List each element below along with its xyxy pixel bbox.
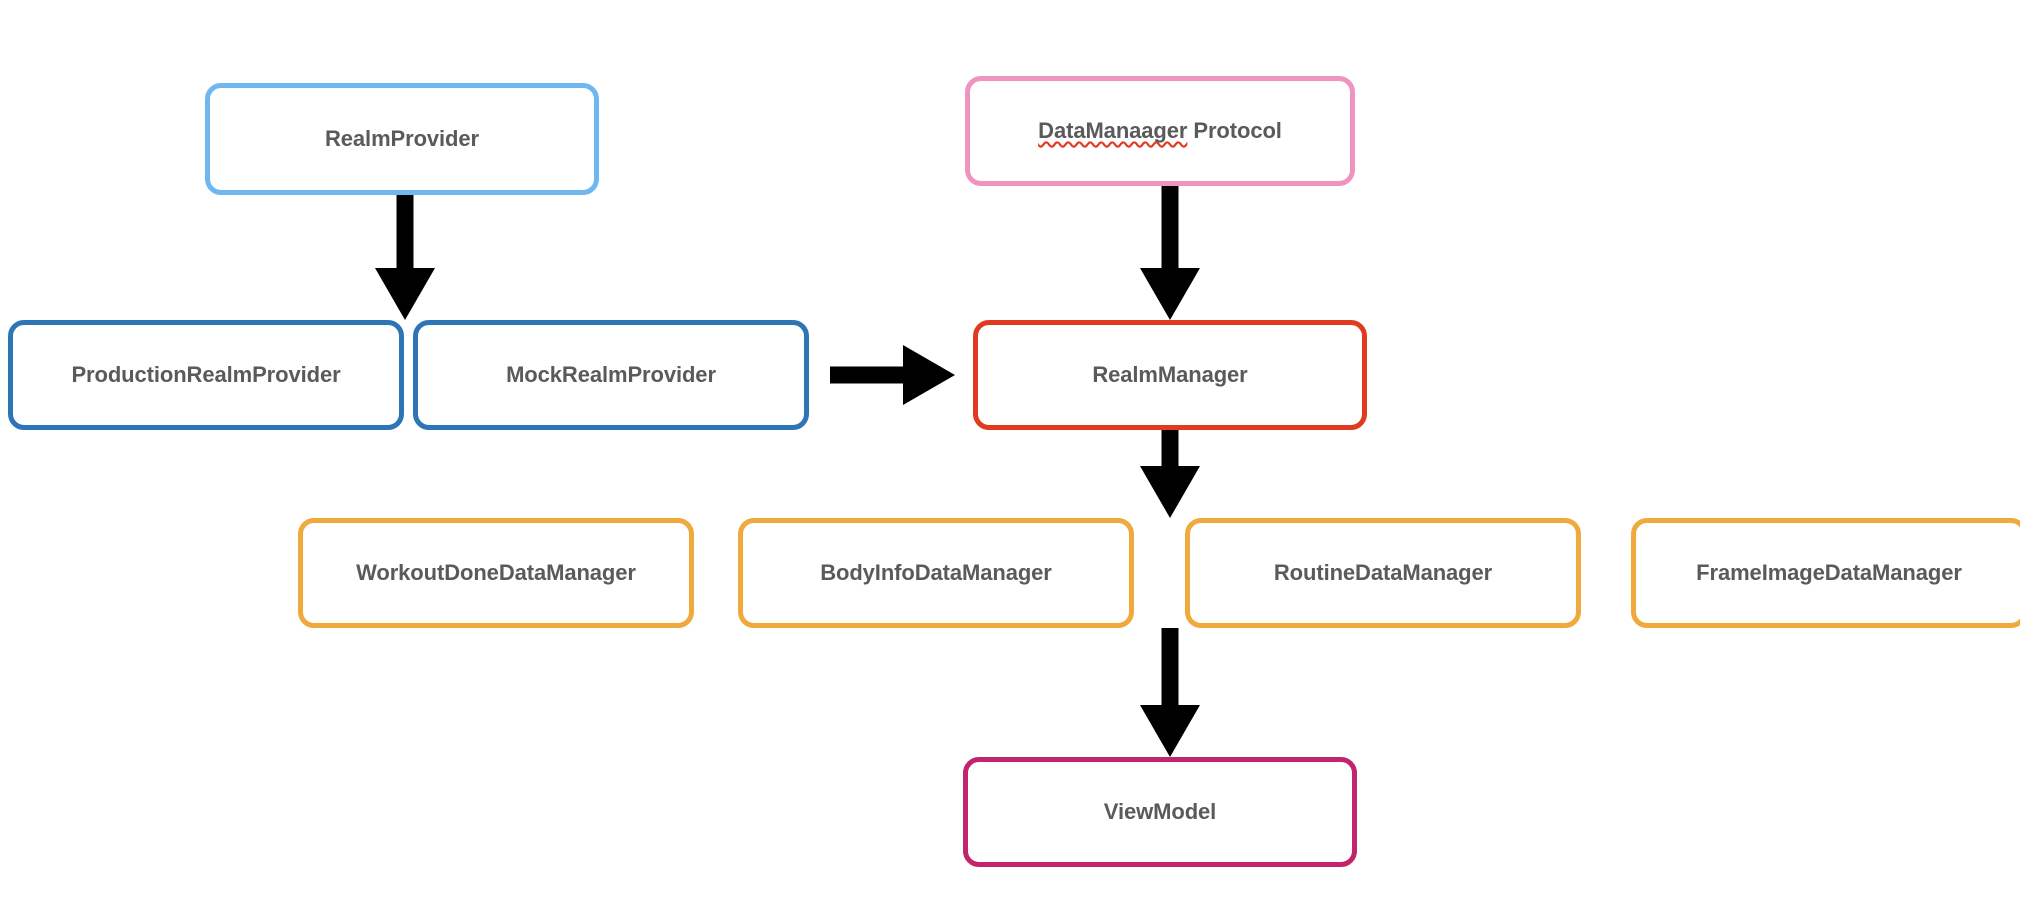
label-remainder: Protocol [1187, 118, 1282, 143]
node-workout-done-data-manager[interactable]: WorkoutDoneDataManager [298, 518, 694, 628]
node-realm-provider[interactable]: RealmProvider [205, 83, 599, 195]
node-mock-realm-provider[interactable]: MockRealmProvider [413, 320, 809, 430]
node-routine-data-manager[interactable]: RoutineDataManager [1185, 518, 1581, 628]
node-label-realm-manager: RealmManager [1092, 362, 1248, 387]
node-label-data-manager-protocol: DataManaager Protocol [1038, 118, 1282, 144]
arrow-head-shaft [1140, 186, 1200, 320]
node-label-realm-provider: RealmProvider [325, 126, 479, 151]
node-label-production-realm-provider: ProductionRealmProvider [71, 362, 341, 387]
node-production-realm-provider[interactable]: ProductionRealmProvider [8, 320, 404, 430]
misspelled-word: DataManaager [1038, 118, 1188, 143]
arrow-head-shaft [375, 195, 435, 320]
arrow-data-manager-protocol-to-realm-manager [1139, 186, 1201, 320]
arrow-data-managers-to-view-model [1139, 628, 1201, 757]
node-body-info-data-manager[interactable]: BodyInfoDataManager [738, 518, 1134, 628]
arrow-realm-provider-to-production-realm-provider [374, 195, 436, 320]
node-label-mock-realm-provider: MockRealmProvider [506, 362, 716, 387]
node-frame-image-data-manager[interactable]: FrameImageDataManager [1631, 518, 2020, 628]
node-label-workout-done-data-manager: WorkoutDoneDataManager [356, 560, 636, 585]
node-realm-manager[interactable]: RealmManager [973, 320, 1367, 430]
node-data-manager-protocol[interactable]: DataManaager Protocol [965, 76, 1355, 186]
node-label-body-info-data-manager: BodyInfoDataManager [820, 560, 1052, 585]
node-label-routine-data-manager: RoutineDataManager [1273, 560, 1493, 585]
arrow-realm-manager-to-data-managers [1139, 430, 1201, 518]
arrow-head-shaft [1140, 628, 1200, 757]
node-label-frame-image-data-manager: FrameImageDataManager [1696, 560, 1962, 585]
arrow-head-shaft [1140, 430, 1200, 518]
arrow-mock-realm-provider-to-realm-manager [830, 344, 955, 406]
node-label-view-model: ViewModel [1103, 799, 1217, 824]
arrow-head-shaft [830, 345, 955, 405]
node-view-model[interactable]: ViewModel [963, 757, 1357, 867]
